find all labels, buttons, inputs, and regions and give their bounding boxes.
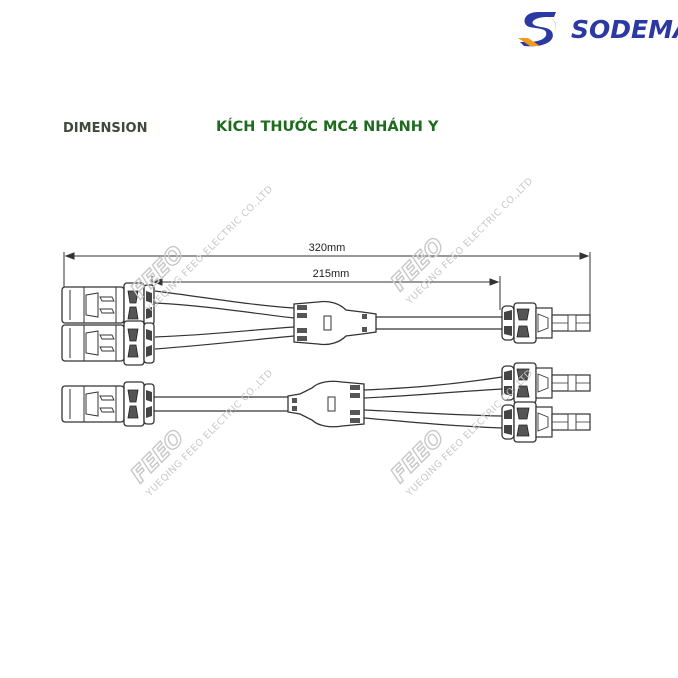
dimension-label: DIMENSION xyxy=(63,121,148,136)
dimension-total xyxy=(63,252,591,318)
y-branch-top xyxy=(293,300,377,346)
sodema-logo-mark xyxy=(518,12,556,47)
brand-name: SODEMA xyxy=(571,15,678,44)
page-title: KÍCH THƯỚC MC4 NHÁNH Y xyxy=(216,119,439,135)
total-length-label: 320mm xyxy=(309,242,346,254)
top-assembly xyxy=(61,282,591,366)
dimension-branch xyxy=(151,276,501,310)
sodema-logo xyxy=(518,12,556,47)
watermark-top-left: FEEO YUEQING FEEO ELECTRIC CO.,LTD xyxy=(126,184,276,316)
branch-length-label: 215mm xyxy=(313,268,350,280)
y-branch-bottom xyxy=(287,380,365,428)
bottom-assembly xyxy=(61,362,591,443)
watermark-top-right: FEEO YUEQING FEEO ELECTRIC CO.,LTD xyxy=(386,176,536,308)
